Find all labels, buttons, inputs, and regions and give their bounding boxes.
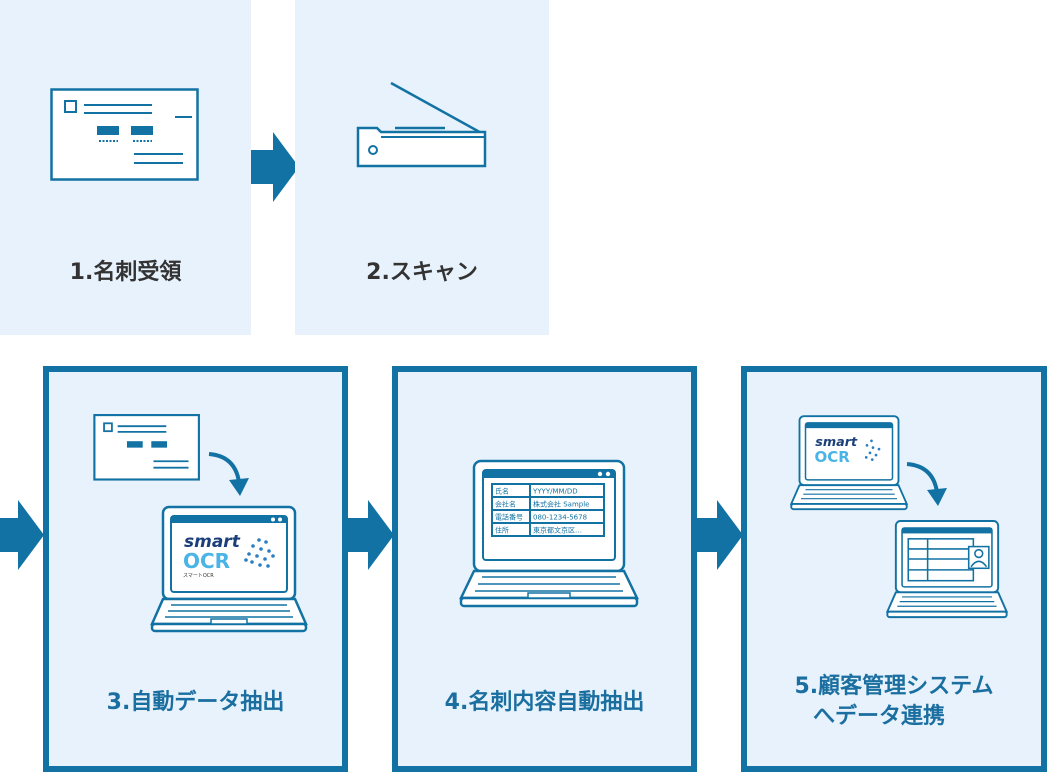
- table-cell: [529, 522, 605, 537]
- ocr-logo-smart: smart: [184, 532, 241, 552]
- step-4-box: 氏名 YYYY/MM/DD 会社名 株式会社 Sample 電話番号 080-1234-5…: [392, 366, 697, 772]
- arrow-right-icon: [697, 500, 743, 570]
- step-3-box: smart OCR スマートOCR 3.自動データ抽出: [43, 366, 348, 772]
- ocr-logo-ocr: OCR: [183, 549, 230, 573]
- table-field: 氏名: [495, 487, 509, 496]
- step-label: 3.自動データ抽出: [106, 690, 285, 715]
- laptop-ocr-icon: smart OCR: [789, 415, 909, 511]
- step-label: 4.名刺内容自動抽出: [444, 690, 645, 715]
- table-value: 株式会社 Sample: [533, 500, 589, 509]
- arrow-right-icon: [251, 132, 299, 202]
- table-value: YYYY/MM/DD: [532, 488, 578, 496]
- step-1-box: 1.名刺受領: [0, 0, 251, 335]
- table-value: 東京都文京区…: [533, 526, 582, 535]
- step-label-line2: へデータ連携: [812, 704, 945, 729]
- step-5-box: smart OCR 5.顧客管理システム へデータ連携: [741, 366, 1047, 772]
- step-label: 2.スキャン: [366, 260, 478, 285]
- step-2-box: 2.スキャン: [295, 0, 549, 335]
- table-field: 電話番号: [495, 513, 523, 522]
- laptop-table-icon: 氏名 YYYY/MM/DD 会社名 株式会社 Sample 電話番号 080-1234-5…: [459, 459, 639, 608]
- curved-arrow-icon: [906, 462, 947, 506]
- laptop-ocr-icon: smart OCR スマートOCR: [150, 505, 308, 633]
- curved-arrow-icon: [208, 452, 249, 496]
- ocr-logo-sub: スマートOCR: [183, 573, 214, 579]
- step-label-line1: 5.顧客管理システム: [794, 674, 994, 699]
- step-label: 1.名刺受領: [69, 260, 182, 285]
- arrow-right-icon: [348, 500, 394, 570]
- svg-text:smart: smart: [815, 435, 858, 450]
- svg-text:OCR: OCR: [815, 448, 851, 466]
- business-card-icon: [50, 88, 199, 181]
- arrow-right-icon: [0, 500, 44, 570]
- laptop-crm-icon: [885, 520, 1009, 619]
- scanner-icon: [356, 81, 487, 168]
- table-field: 会社名: [495, 500, 516, 509]
- table-value: 080-1234-5678: [533, 514, 587, 522]
- step-label: 5.顧客管理システム へデータ連携: [747, 672, 1041, 732]
- business-card-icon: [93, 414, 200, 481]
- table-field: 住所: [495, 526, 509, 535]
